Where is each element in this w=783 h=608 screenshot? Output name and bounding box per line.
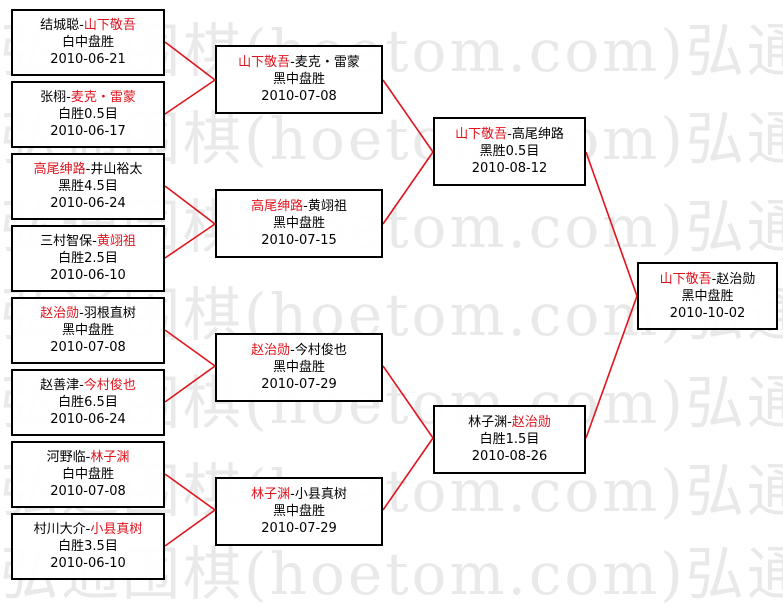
match-box: 林子渊-赵治勋 白胜1.5目 2010-08-26 [433,405,586,474]
bracket-connector [164,41,216,81]
bracket-connector [382,437,434,511]
bracket-connector [382,151,434,225]
match-box: 林子渊-小县真树 黑中盘胜 2010-07-29 [215,477,383,546]
match-result: 黑中盘胜 [272,504,325,519]
bracket-lines [164,41,638,547]
match-box: 河野临-林子渊 白中盘胜 2010-07-08 [11,441,165,508]
match-date: 2010-06-10 [50,268,126,283]
player-2: 山下敬吾 [83,18,136,33]
player-1: 赵治勋 [40,306,80,321]
player-2: 赵治勋 [511,415,551,430]
player-2: 小县真树 [90,522,143,537]
match-box: 赵治勋-今村俊也 黑中盘胜 2010-07-29 [215,333,383,402]
match-result: 黑中盘胜 [272,72,325,87]
match-result: 黑中盘胜 [272,216,325,231]
match-result: 白中盘胜 [61,35,114,50]
match-result: 黑中盘胜 [61,323,114,338]
match-box: 山下敬吾-高尾绅路 黑胜0.5目 2010-08-12 [433,117,586,186]
match-box: 高尾绅路-黄翊祖 黑中盘胜 2010-07-15 [215,189,383,258]
player-1: 林子渊 [251,487,291,502]
player-2: 羽根直树 [83,306,136,321]
player-2: 高尾绅路 [511,127,564,142]
match-date: 2010-06-17 [50,124,126,139]
bracket-connector [382,79,434,153]
player-2: 麦克・雷蒙 [70,90,136,105]
match-box: 赵治勋-羽根直树 黑中盘胜 2010-07-08 [11,297,165,364]
match-box: 山下敬吾-赵治勋 黑中盘胜 2010-10-02 [637,262,778,330]
bracket-connector [164,79,216,115]
match-result: 黑胜0.5目 [479,144,540,159]
match-date: 2010-06-10 [50,556,126,571]
bracket-connector [382,365,434,439]
player-1: 山下敬吾 [659,271,712,287]
player-1: 三村智保 [40,234,93,249]
player-1: 山下敬吾 [455,127,508,142]
player-2: 井山裕太 [90,162,143,177]
match-date: 2010-07-29 [261,521,337,536]
bracket-connector [164,365,216,403]
match-result: 白胜2.5目 [58,251,118,266]
player-1: 林子渊 [468,415,508,430]
match-result: 白中盘胜 [61,467,114,482]
match-date: 2010-10-02 [669,305,746,321]
match-date: 2010-07-08 [261,89,337,104]
player-2: 黄翊祖 [96,234,136,249]
player-1: 河野临 [46,450,86,465]
bracket-connector [164,509,216,547]
match-box: 结城聪-山下敬吾 白中盘胜 2010-06-21 [11,9,165,76]
match-result: 黑胜4.5目 [58,179,118,194]
player-1: 高尾绅路 [33,162,86,177]
player-2: 赵治勋 [716,271,756,287]
match-box: 村川大介-小县真树 白胜3.5目 2010-06-10 [11,513,165,580]
match-result: 白胜1.5目 [479,432,540,447]
player-1: 结城聪 [40,18,80,33]
player-2: 今村俊也 [83,378,136,393]
match-box: 赵善津-今村俊也 白胜6.5目 2010-06-24 [11,369,165,436]
player-1: 赵治勋 [251,343,291,358]
match-result: 白胜3.5目 [58,539,118,554]
bracket-connector [164,185,216,225]
match-result: 白胜6.5目 [58,395,118,410]
player-2: 黄翊祖 [307,199,347,214]
player-1: 张栩 [40,90,67,105]
match-date: 2010-08-12 [471,161,548,176]
bracket-connector [585,151,638,297]
match-date: 2010-06-21 [50,52,126,67]
bracket-connector [164,329,216,367]
match-box: 山下敬吾-麦克・雷蒙 黑中盘胜 2010-07-08 [215,45,383,114]
match-date: 2010-07-08 [50,340,126,355]
match-date: 2010-07-29 [261,377,337,392]
player-1: 村川大介 [33,522,86,537]
player-2: 林子渊 [90,450,130,465]
match-date: 2010-08-26 [471,449,548,464]
bracket-connector [164,223,216,259]
match-box: 高尾绅路-井山裕太 黑胜4.5目 2010-06-24 [11,153,165,220]
player-1: 赵善津 [40,378,80,393]
match-result: 黑中盘胜 [681,288,734,304]
match-result: 黑中盘胜 [272,360,325,375]
player-1: 高尾绅路 [251,199,304,214]
match-date: 2010-07-08 [50,484,126,499]
bracket-connector [164,473,216,511]
player-1: 山下敬吾 [238,55,291,70]
player-2: 麦克・雷蒙 [294,55,360,70]
player-2: 今村俊也 [294,343,347,358]
bracket-connector [585,295,638,439]
match-result: 白胜0.5目 [58,107,118,122]
player-2: 小县真树 [294,487,347,502]
match-date: 2010-06-24 [50,412,126,427]
match-box: 张栩-麦克・雷蒙 白胜0.5目 2010-06-17 [11,81,165,148]
match-date: 2010-07-15 [261,233,337,248]
match-box: 三村智保-黄翊祖 白胜2.5目 2010-06-10 [11,225,165,292]
match-date: 2010-06-24 [50,196,126,211]
